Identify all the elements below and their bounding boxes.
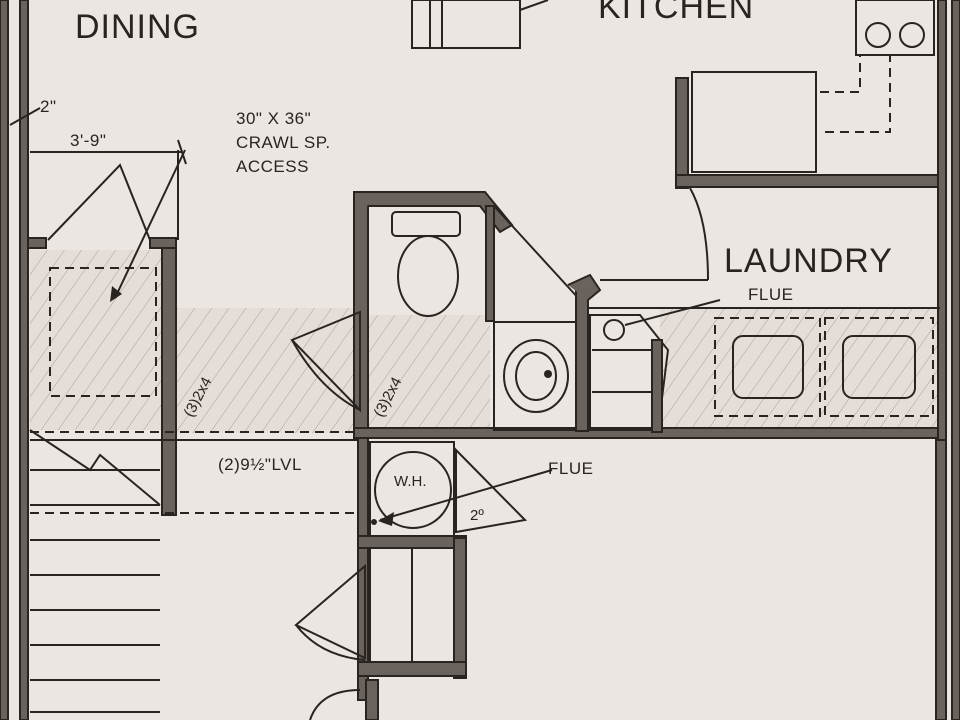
half-bath — [290, 191, 939, 439]
crawl-note-line2: CRAWL SP. — [236, 133, 331, 152]
beam-lines — [30, 431, 358, 514]
hatched-floor-area — [30, 250, 938, 433]
laundry-walls — [567, 273, 940, 433]
kitchen-walls — [600, 0, 939, 281]
lower-closet — [294, 535, 467, 720]
staircase — [29, 429, 161, 713]
water-heater-label: W.H. — [394, 473, 427, 490]
room-label-kitchen: KITCHEN — [598, 0, 754, 26]
crawl-space-hatch — [47, 149, 186, 397]
interior-wall-right — [935, 439, 947, 720]
vanity-sink — [493, 321, 579, 431]
dimension-2in: 2" — [40, 97, 57, 116]
dimension-line — [9, 107, 187, 240]
washer-dryer — [714, 317, 934, 417]
crawl-note-line1: 30" X 36" — [236, 109, 311, 128]
crawl-note-line3: ACCESS — [236, 157, 309, 176]
water-heater-size: 2º — [470, 507, 484, 524]
flue-label-water-heater: FLUE — [548, 459, 593, 478]
room-label-dining: DINING — [75, 8, 200, 46]
dimension-3-9: 3'-9" — [70, 131, 106, 150]
stair-walls — [27, 237, 177, 516]
kitchen-counter — [411, 0, 549, 49]
room-label-laundry: LAUNDRY — [724, 242, 893, 280]
beam-label: (2)9½"LVL — [218, 455, 302, 474]
flue-label-laundry: FLUE — [748, 285, 793, 304]
